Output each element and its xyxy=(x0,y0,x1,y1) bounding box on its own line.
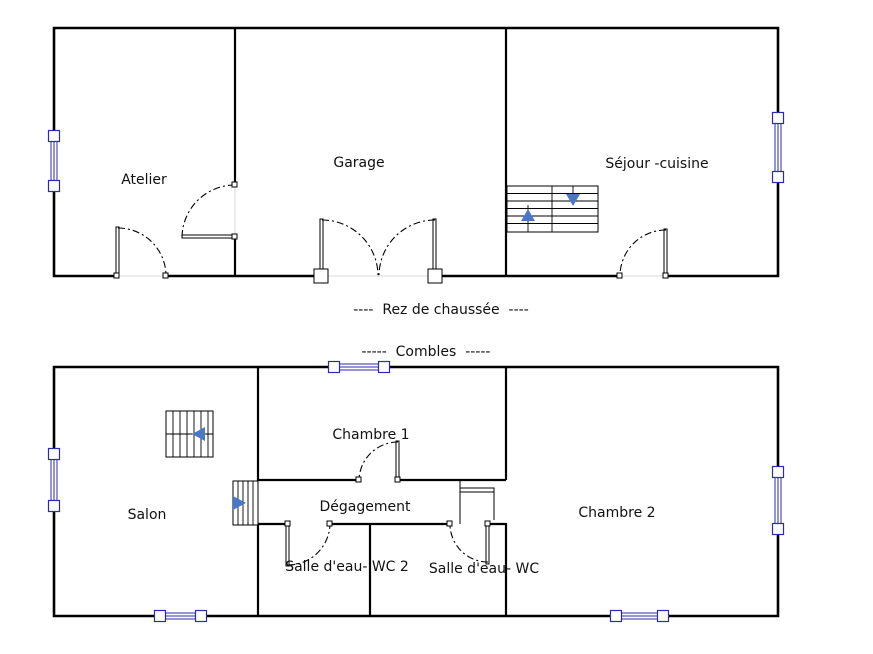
attic-staircase-salon xyxy=(165,410,214,458)
attic-top-window xyxy=(327,360,391,374)
stair-down-arrow-icon xyxy=(566,194,580,206)
ground-floor-plan: Atelier Garage Séjour -cuisine xyxy=(47,26,785,284)
salle-deau-wc-door xyxy=(446,520,491,565)
attic-staircase-degagement xyxy=(232,480,259,526)
room-label-atelier: Atelier xyxy=(121,172,167,188)
room-label-chambre-1: Chambre 1 xyxy=(332,427,409,443)
room-label-degagement: Dégagement xyxy=(320,499,411,515)
stair-left-arrow-icon xyxy=(192,427,205,441)
salle-deau-wc2-door xyxy=(284,520,333,567)
room-label-sejour-cuisine: Séjour -cuisine xyxy=(605,156,708,172)
chambre2-right-window xyxy=(771,465,785,536)
chambre2-bottom-window xyxy=(609,609,670,623)
atelier-entrance-door xyxy=(113,226,169,279)
stair-up-arrow-icon xyxy=(521,209,535,221)
chambre1-door xyxy=(355,440,401,483)
room-label-salle-deau-wc: Salle d'eau- WC xyxy=(429,561,539,577)
room-label-salle-deau-wc2: Salle d'eau- WC 2 xyxy=(285,559,409,575)
stair-right-arrow-icon xyxy=(233,496,246,510)
salon-left-window xyxy=(47,447,61,513)
sejour-window xyxy=(771,111,785,184)
attic-floor-plan: Salon Chambre 1 Dégagement Chambre 2 Sal… xyxy=(47,360,785,623)
garage-double-door xyxy=(313,218,443,284)
room-label-salon: Salon xyxy=(128,507,167,523)
chambre2-door xyxy=(459,487,495,520)
room-label-chambre-2: Chambre 2 xyxy=(578,505,655,521)
level-title-ground: ---- Rez de chaussée ---- xyxy=(353,302,529,318)
attic-outer-wall xyxy=(52,365,780,618)
level-title-attic: ----- Combles ----- xyxy=(362,344,491,360)
sejour-entrance-door xyxy=(616,228,669,279)
ground-staircase xyxy=(506,185,599,233)
atelier-garage-door xyxy=(181,181,238,240)
room-label-garage: Garage xyxy=(333,155,384,171)
salon-bottom-window xyxy=(153,609,208,623)
ground-outer-wall xyxy=(52,26,780,278)
atelier-window xyxy=(47,129,61,193)
